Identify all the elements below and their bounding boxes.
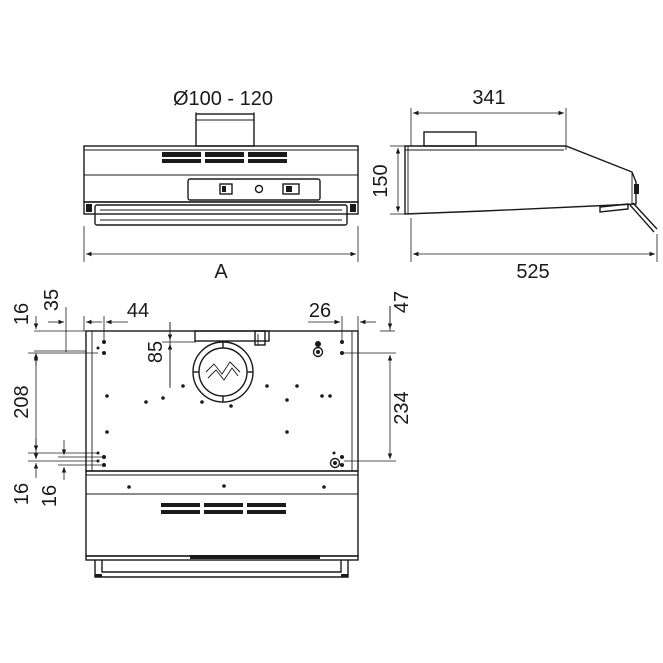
bottom-vent-left (161, 503, 200, 507)
filter-handle-side (599, 203, 629, 213)
hole-top-offset-label: 85 (145, 341, 167, 363)
left-top-offset-label: 16 (11, 303, 33, 325)
side-view: 341 150 525 (370, 87, 658, 283)
fan-switch-icon (282, 183, 300, 195)
mounting-hole (102, 340, 106, 344)
left-inner-offset-label: 35 (41, 289, 63, 311)
grounding-screw-icon (312, 346, 324, 358)
front-vent-left (162, 152, 201, 157)
front-vent-right (248, 152, 287, 157)
right-top-offset-label: 47 (391, 291, 413, 313)
filter-tray-bottom (94, 560, 349, 578)
depth-label: 525 (516, 261, 549, 283)
hood-body-side (404, 145, 637, 215)
left-edge-to-hole-label: 44 (127, 300, 149, 322)
filter-tray-front (83, 201, 359, 215)
side-top-length-label: 341 (472, 87, 505, 109)
bottom-vent-right (247, 503, 286, 507)
right-edge-to-hole-label: 26 (309, 300, 331, 322)
width-label: A (214, 261, 228, 283)
front-view: Ø100 - 120 A (83, 88, 359, 283)
duct-collar (195, 113, 255, 147)
left-hole-spacing-label: 208 (11, 385, 33, 418)
bottom-vent-middle (204, 503, 243, 507)
control-panel (187, 178, 321, 201)
height-label: 150 (370, 164, 392, 197)
light-switch-icon (219, 183, 233, 195)
right-hole-spacing-label: 234 (391, 391, 413, 424)
mounting-view: 16 35 44 85 208 16 16 (11, 289, 413, 578)
left-bottom-offset-label: 16 (11, 483, 33, 505)
indicator-lamp-icon (254, 184, 264, 194)
left-bottom-inner-offset-label: 16 (39, 485, 61, 507)
duct-collar-side (423, 131, 477, 147)
duct-diameter-label: Ø100 - 120 (173, 88, 273, 110)
front-vent-middle (205, 152, 244, 157)
